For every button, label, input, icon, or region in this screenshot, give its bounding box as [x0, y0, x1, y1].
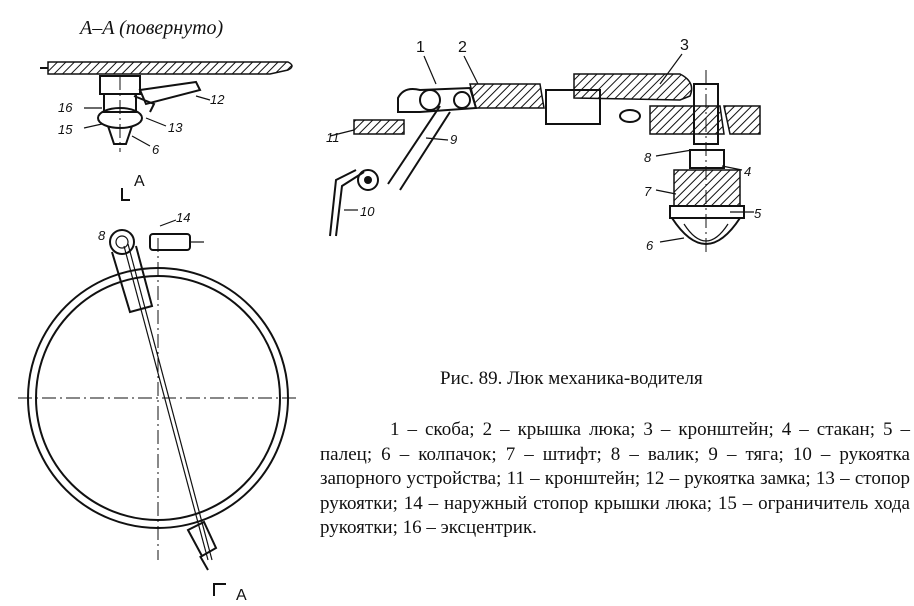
- callout-14: 14: [176, 210, 190, 225]
- section-view: A–A (повернуто) 16 15 6 13 12: [40, 17, 293, 157]
- callout-8b: 8: [644, 150, 652, 165]
- callout-6b: 6: [646, 238, 654, 253]
- callout-4: 4: [744, 164, 751, 179]
- figure-caption: Рис. 89. Люк механика-водителя: [440, 368, 703, 389]
- callout-11: 11: [326, 130, 340, 145]
- callout-9: 9: [450, 132, 457, 147]
- cut-mark-bottom: A: [236, 587, 247, 604]
- callout-7: 7: [644, 184, 652, 199]
- right-detail: 3 8 4 7 5 6: [545, 37, 762, 256]
- cut-mark-top: A: [134, 173, 145, 190]
- callout-5: 5: [754, 206, 762, 221]
- section-label: A–A (повернуто): [78, 17, 224, 39]
- callout-10: 10: [360, 204, 375, 219]
- callout-8a: 8: [98, 228, 106, 243]
- callout-12: 12: [210, 92, 225, 107]
- figure-legend: 1 – скоба; 2 – крышка люка; 3 – кронштей…: [320, 419, 910, 538]
- callout-2: 2: [458, 39, 467, 56]
- callout-3: 3: [680, 37, 689, 54]
- callout-16: 16: [58, 100, 73, 115]
- callout-6a: 6: [152, 142, 160, 157]
- left-detail: 1 2 11 9 10: [326, 39, 545, 237]
- callout-1: 1: [416, 39, 425, 56]
- callout-15: 15: [58, 122, 73, 137]
- callout-13: 13: [168, 120, 183, 135]
- plan-view: A 14 8 A: [18, 173, 298, 604]
